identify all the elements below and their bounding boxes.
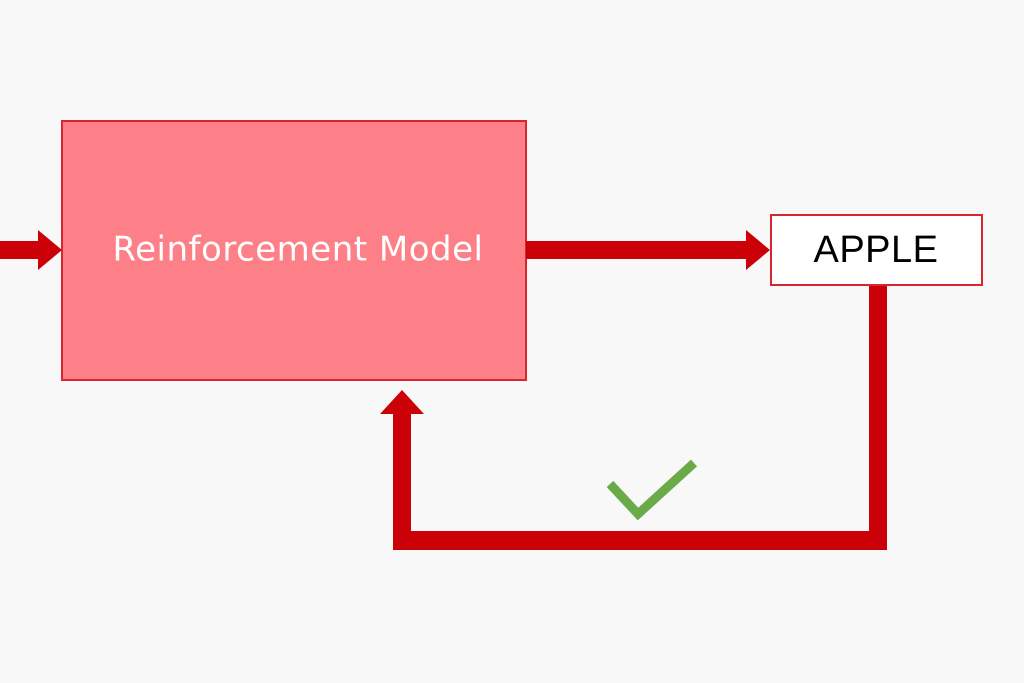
output-label: APPLE xyxy=(813,229,938,271)
output-box xyxy=(770,214,983,286)
checkmark-icon xyxy=(606,459,698,521)
model-block: Reinforcement Model xyxy=(61,120,527,381)
feedback-arrow xyxy=(380,286,887,550)
model-label: Reinforcement Model xyxy=(113,230,484,270)
model-box xyxy=(61,120,527,381)
output-block: APPLE xyxy=(770,214,983,286)
output-arrow xyxy=(526,230,770,270)
input-arrow xyxy=(0,230,62,270)
